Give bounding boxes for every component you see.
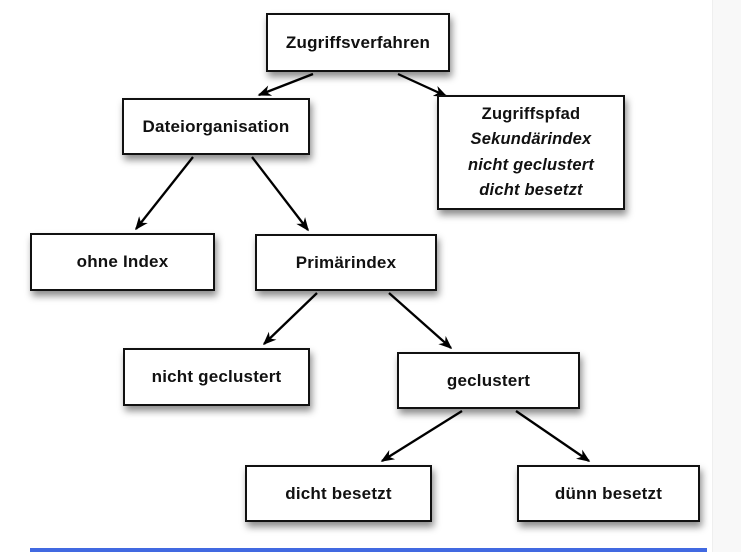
node-dicht-besetzt: dicht besetzt: [245, 465, 432, 522]
node-primaerindex: Primärindex: [255, 234, 437, 291]
zugriffspfad-line-2: Sekundärindex: [470, 130, 592, 149]
node-ohne-index: ohne Index: [30, 233, 215, 291]
arrow-geclustert-to-duenn-besetzt: [515, 410, 591, 462]
footer-accent-bar: [30, 548, 707, 552]
arrow-zugriffsverfahren-to-zugriffspfad: [397, 72, 448, 98]
arrow-primaerindex-to-nicht-geclustert: [262, 292, 318, 346]
node-dateiorganisation: Dateiorganisation: [122, 98, 310, 155]
zugriffspfad-line-1: Zugriffspfad: [481, 105, 581, 124]
arrow-primaerindex-to-geclustert: [388, 292, 453, 349]
node-nicht-geclustert: nicht geclustert: [123, 348, 310, 406]
node-zugriffspfad: Zugriffspfad Sekundärindex nicht geclust…: [437, 95, 625, 210]
arrow-geclustert-to-dicht-besetzt: [380, 410, 463, 462]
node-geclustert: geclustert: [397, 352, 580, 409]
page-right-gutter: [712, 0, 741, 552]
zugriffspfad-line-3: nicht geclustert: [467, 155, 595, 174]
arrow-dateiorganisation-to-ohne-index: [135, 156, 194, 231]
arrow-dateiorganisation-to-primaerindex: [251, 156, 309, 232]
arrow-zugriffsverfahren-to-dateiorganisation: [257, 72, 314, 97]
zugriffspfad-line-4: dicht besetzt: [479, 180, 583, 199]
node-zugriffsverfahren: Zugriffsverfahren: [266, 13, 450, 72]
node-duenn-besetzt: dünn besetzt: [517, 465, 700, 522]
